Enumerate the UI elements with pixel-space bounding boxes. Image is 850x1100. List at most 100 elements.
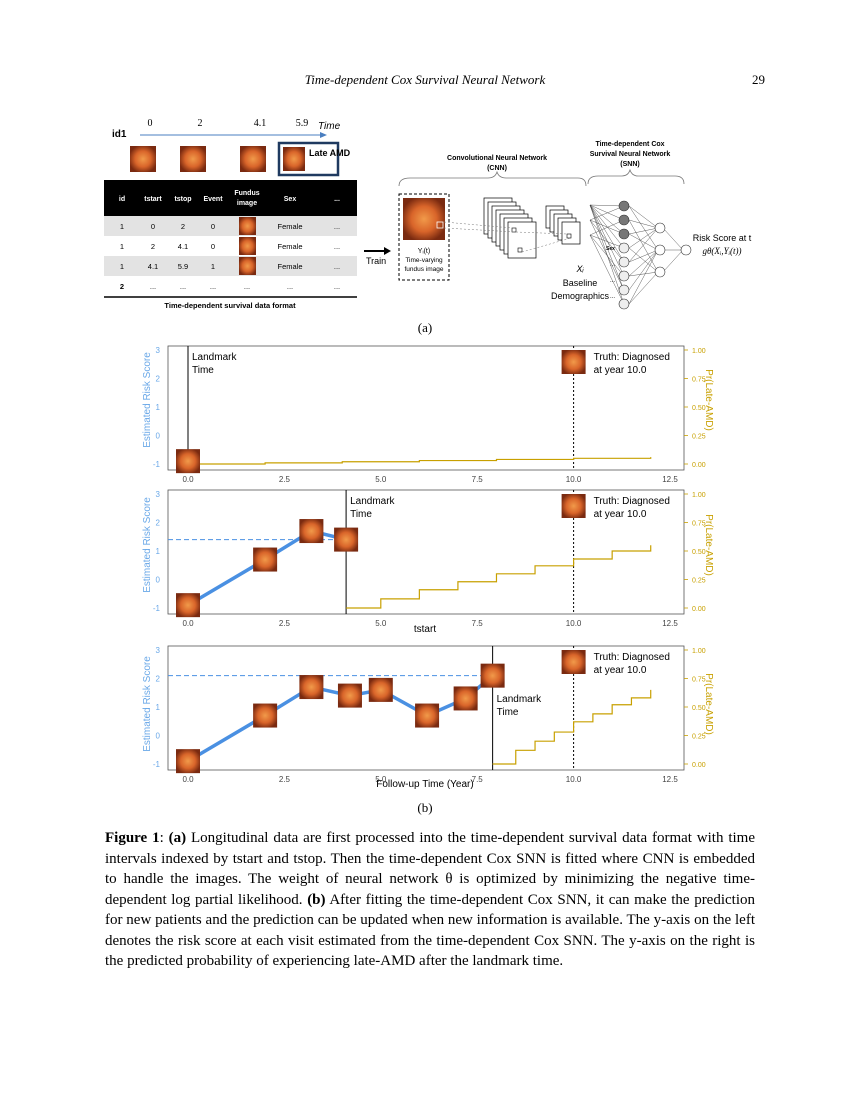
y-left-tick-label: 1	[156, 403, 161, 412]
y-left-tick-label: -1	[153, 760, 161, 769]
risk-point-fundus	[253, 703, 278, 728]
table-cell: ...	[334, 242, 340, 251]
prob-line	[492, 689, 652, 765]
y-left-tick-label: 0	[156, 732, 161, 741]
table-cell: 2	[120, 282, 124, 291]
landmark-label: Landmark	[192, 352, 237, 363]
table-cells: 1 0 2 0 Female ... 1 2 4.1 0 Female ... …	[120, 222, 340, 291]
timeline-arrow	[320, 132, 327, 138]
x-tick-label: 10.0	[566, 619, 582, 628]
y-right-tick-label: 1.00	[692, 648, 706, 655]
cnn-input-label: Time-varying	[405, 257, 443, 264]
y-left-tick-label: 2	[156, 519, 161, 528]
y-right-tick-label: 1.00	[692, 492, 706, 499]
risk-formula: gθ(Xᵢ,Yᵢ(t))	[702, 246, 741, 256]
risk-point-fundus	[415, 703, 440, 728]
truth-label: Truth: Diagnosed	[594, 496, 670, 507]
table-cell: Female	[277, 222, 302, 231]
table-header-bg	[104, 180, 357, 216]
cnn-connectors	[443, 221, 572, 253]
table-header: ...	[334, 196, 340, 203]
table-cell: 1	[120, 222, 124, 231]
table-headers: id tstart tstop Event Fundus image Sex .…	[119, 190, 340, 207]
risk-point-fundus	[368, 677, 393, 702]
y-right-tick-label: 0.75	[692, 521, 706, 528]
table-row-bg	[104, 216, 357, 236]
landmark-label: Time	[497, 707, 519, 718]
truth-fundus	[561, 494, 586, 518]
y-right-label: Pr(Late-AMD)	[703, 514, 714, 576]
y-right-tick-label: 0.50	[692, 549, 706, 556]
risk-point-fundus	[334, 527, 359, 552]
cnn-input-box	[398, 193, 450, 281]
table-cell: Female	[277, 262, 302, 271]
landmark-label: Landmark	[497, 694, 542, 705]
timeline-tick-3: 5.9	[296, 118, 309, 129]
snn-title: Survival Neural Network	[590, 151, 671, 158]
y-left-label: Estimated Risk Score	[142, 656, 153, 752]
y-left-tick-label: 3	[156, 490, 161, 499]
y-right-label: Pr(Late-AMD)	[703, 369, 714, 431]
plot-frame	[167, 345, 685, 471]
x-tick-label: 5.0	[375, 775, 387, 784]
y-right-tick-label: 0.75	[692, 677, 706, 684]
y-right-tick-label: 1.00	[692, 348, 706, 355]
table-cell: 2	[181, 222, 185, 231]
y-left-tick-label: 1	[156, 547, 161, 556]
risk-point-fundus	[453, 686, 478, 711]
fundus-image	[239, 237, 256, 255]
baseline-var: Xᵢ	[575, 264, 584, 274]
table-cell: 5.9	[178, 262, 188, 271]
y-right-tick-label: 0.75	[692, 377, 706, 384]
prob-line	[188, 457, 652, 465]
panel-a-label: (a)	[417, 320, 433, 335]
y-left-tick-label: 2	[156, 675, 161, 684]
train-label: Train	[366, 256, 386, 266]
risk-point-fundus	[176, 749, 200, 774]
snn-sex-label: Sex	[606, 246, 615, 252]
cnn-kernel	[566, 233, 572, 239]
snn-dots: ...	[610, 278, 615, 284]
baseline-label: Demographics	[551, 291, 610, 301]
y-right-tick-label: 0.50	[692, 705, 706, 712]
snn-title: (SNN)	[620, 161, 639, 168]
fundus-image	[239, 257, 256, 275]
timeline-axis-label: Time	[318, 121, 341, 132]
table-header: Sex	[284, 196, 297, 203]
x-tick-label: 2.5	[279, 619, 291, 628]
snn-dots: ...	[610, 294, 615, 300]
snn-nodes	[618, 200, 692, 310]
table-cell: 1	[120, 242, 124, 251]
x-tick-label: 2.5	[279, 775, 291, 784]
y-right-tick-label: 0.50	[692, 405, 706, 412]
caption-b-text: After fitting the time-dependent Cox SNN…	[105, 891, 756, 970]
x-tick-label: 5.0	[375, 475, 387, 484]
table-row-bg	[104, 256, 357, 276]
truth-label: at year 10.0	[594, 365, 647, 376]
table-header: Fundus	[234, 190, 259, 197]
x-tick-label: 7.5	[472, 619, 484, 628]
y-right-tick-label: 0.00	[692, 606, 706, 613]
cnn-crop	[436, 221, 444, 229]
table-cell: ...	[287, 282, 293, 291]
x-label-mid: tstart	[414, 624, 436, 635]
late-amd-label: Late AMD	[309, 148, 351, 158]
truth-label: at year 10.0	[594, 509, 647, 520]
snn-title: Time-dependent Cox	[595, 141, 664, 148]
fundus-image	[240, 146, 266, 172]
x-tick-label: 12.5	[662, 775, 678, 784]
baseline-label: Baseline	[563, 278, 598, 288]
table-cell: ...	[334, 262, 340, 271]
x-label-bottom: Follow-up Time (Year)	[376, 779, 473, 790]
table-header: id	[119, 196, 125, 203]
caption-a-text: Longitudinal data are first processed in…	[105, 830, 756, 908]
table-row-bg	[104, 236, 357, 256]
table-cell: 0	[211, 242, 215, 251]
risk-point-fundus	[176, 593, 200, 618]
y-left-label: Estimated Risk Score	[142, 352, 153, 448]
table-caption: Time-dependent survival data format	[164, 301, 296, 310]
cnn-layers	[483, 197, 581, 259]
truth-fundus	[561, 350, 586, 374]
y-right-tick-label: 0.00	[692, 462, 706, 469]
table-cell: 1	[211, 262, 215, 271]
